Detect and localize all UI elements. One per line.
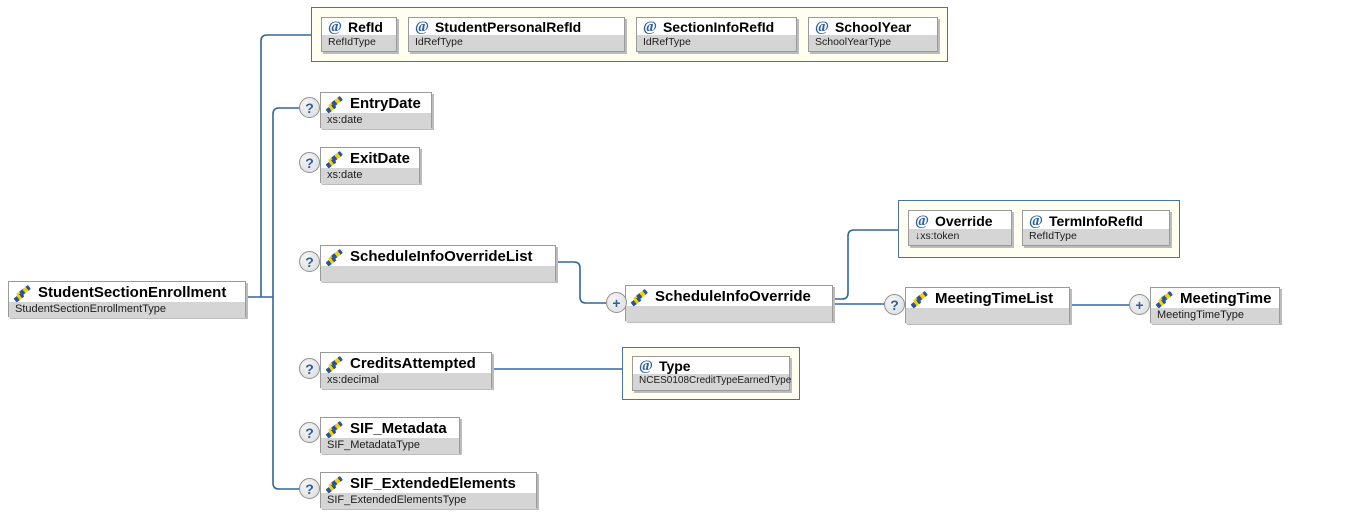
occurrence-badge-optional: ?: [299, 152, 320, 173]
occurrence-badge-optional: ?: [299, 251, 320, 272]
attribute-type: IdRefType: [409, 35, 624, 51]
attribute-type: SchoolYearType: [809, 35, 937, 51]
attribute-name: SectionInfoRefId: [662, 19, 775, 35]
occurrence-badge-optional: ?: [299, 478, 320, 499]
attribute-override[interactable]: @ Override ↓xs:token: [908, 210, 1012, 246]
element-name: ScheduleInfoOverrideList: [350, 248, 533, 265]
element-name: EntryDate: [350, 95, 421, 112]
connector-child-trunk: [272, 107, 300, 490]
element-meetingtimelist[interactable]: MeetingTimeList: [905, 287, 1070, 324]
attribute-name: RefId: [347, 19, 383, 35]
occurrence-badge-optional: ?: [299, 358, 320, 379]
element-name: StudentSectionEnrollment: [38, 284, 227, 301]
attribute-refid[interactable]: @ RefId RefIdType: [321, 17, 397, 52]
attribute-name: SchoolYear: [834, 19, 912, 35]
element-icon: [327, 152, 344, 165]
element-creditsattempted[interactable]: CreditsAttempted xs:decimal: [320, 352, 492, 389]
element-scheduleinfooverride[interactable]: ScheduleInfoOverride: [625, 285, 833, 322]
element-type: [626, 306, 832, 322]
occurrence-badge-optional: ?: [299, 422, 320, 443]
element-scheduleinfooverridelist[interactable]: ScheduleInfoOverrideList: [320, 245, 556, 282]
attribute-type: RefIdType: [322, 35, 396, 51]
attribute-sectioninforefid[interactable]: @ SectionInfoRefId IdRefType: [636, 17, 797, 52]
connector-overridelist-override: [556, 261, 607, 304]
element-name: SIF_Metadata: [350, 420, 447, 437]
element-icon: [327, 250, 344, 263]
attribute-icon: @: [639, 358, 653, 374]
occurrence-badge-repeat: +: [606, 292, 627, 313]
element-name: SIF_ExtendedElements: [350, 475, 516, 492]
attribute-name: StudentPersonalRefId: [434, 19, 582, 35]
element-icon: [327, 422, 344, 435]
occurrence-badge-optional: ?: [299, 97, 320, 118]
element-sifmetadata[interactable]: SIF_Metadata SIF_MetadataType: [320, 417, 460, 454]
occurrence-badge-repeat: +: [1129, 294, 1150, 315]
element-type: StudentSectionEnrollmentType: [9, 302, 245, 318]
element-icon: [632, 290, 649, 303]
occurrence-badge-optional: ?: [884, 294, 905, 315]
element-name: CreditsAttempted: [350, 355, 476, 372]
element-icon: [912, 292, 929, 305]
attribute-name: TermInfoRefId: [1048, 212, 1143, 229]
element-icon: [327, 357, 344, 370]
element-type: [906, 308, 1069, 324]
element-name: ExitDate: [350, 150, 411, 167]
attribute-icon: @: [815, 19, 829, 35]
attribute-type-credit[interactable]: @ Type NCES0108CreditTypeEarnedType: [632, 356, 791, 391]
element-type: [321, 266, 555, 282]
attribute-studentpersonalrefid[interactable]: @ StudentPersonalRefId IdRefType: [408, 17, 625, 52]
attribute-icon: @: [415, 19, 429, 35]
attribute-icon: @: [1029, 212, 1043, 229]
element-exitdate[interactable]: ExitDate xs:date: [320, 147, 420, 184]
element-type: MeetingTimeType: [1151, 308, 1279, 324]
element-type: xs:date: [321, 113, 431, 129]
element-type: xs:decimal: [321, 373, 491, 389]
attribute-schoolyear[interactable]: @ SchoolYear SchoolYearType: [808, 17, 938, 52]
attribute-icon: @: [915, 212, 929, 229]
attribute-terminforefid[interactable]: @ TermInfoRefId RefIdType: [1022, 210, 1170, 246]
element-meetingtime[interactable]: MeetingTime MeetingTimeType: [1150, 287, 1280, 324]
attribute-icon: @: [328, 19, 342, 35]
attribute-type: IdRefType: [637, 35, 796, 51]
element-icon: [1157, 292, 1174, 305]
element-name: MeetingTimeList: [935, 290, 1054, 307]
attribute-type: NCES0108CreditTypeEarnedType: [633, 374, 791, 390]
element-entrydate[interactable]: EntryDate xs:date: [320, 92, 432, 129]
element-studentsectionenrollment[interactable]: StudentSectionEnrollment StudentSectionE…: [8, 281, 246, 318]
element-type: xs:date: [321, 168, 419, 184]
element-sifextendedelements[interactable]: SIF_ExtendedElements SIF_ExtendedElement…: [320, 472, 537, 509]
attribute-name: Override: [934, 212, 993, 229]
element-name: MeetingTime: [1180, 290, 1272, 307]
attribute-type: ↓xs:token: [909, 229, 1011, 245]
element-name: ScheduleInfoOverride: [655, 288, 811, 305]
connector-root-attrs: [260, 34, 311, 297]
element-type: SIF_ExtendedElementsType: [321, 493, 536, 509]
element-icon: [15, 286, 32, 299]
element-icon: [327, 477, 344, 490]
attribute-icon: @: [643, 19, 657, 35]
connector-override-attrs: [833, 229, 898, 300]
attribute-type: RefIdType: [1023, 229, 1169, 245]
element-type: SIF_MetadataType: [321, 438, 459, 454]
element-icon: [327, 97, 344, 110]
attribute-name: Type: [658, 358, 691, 374]
